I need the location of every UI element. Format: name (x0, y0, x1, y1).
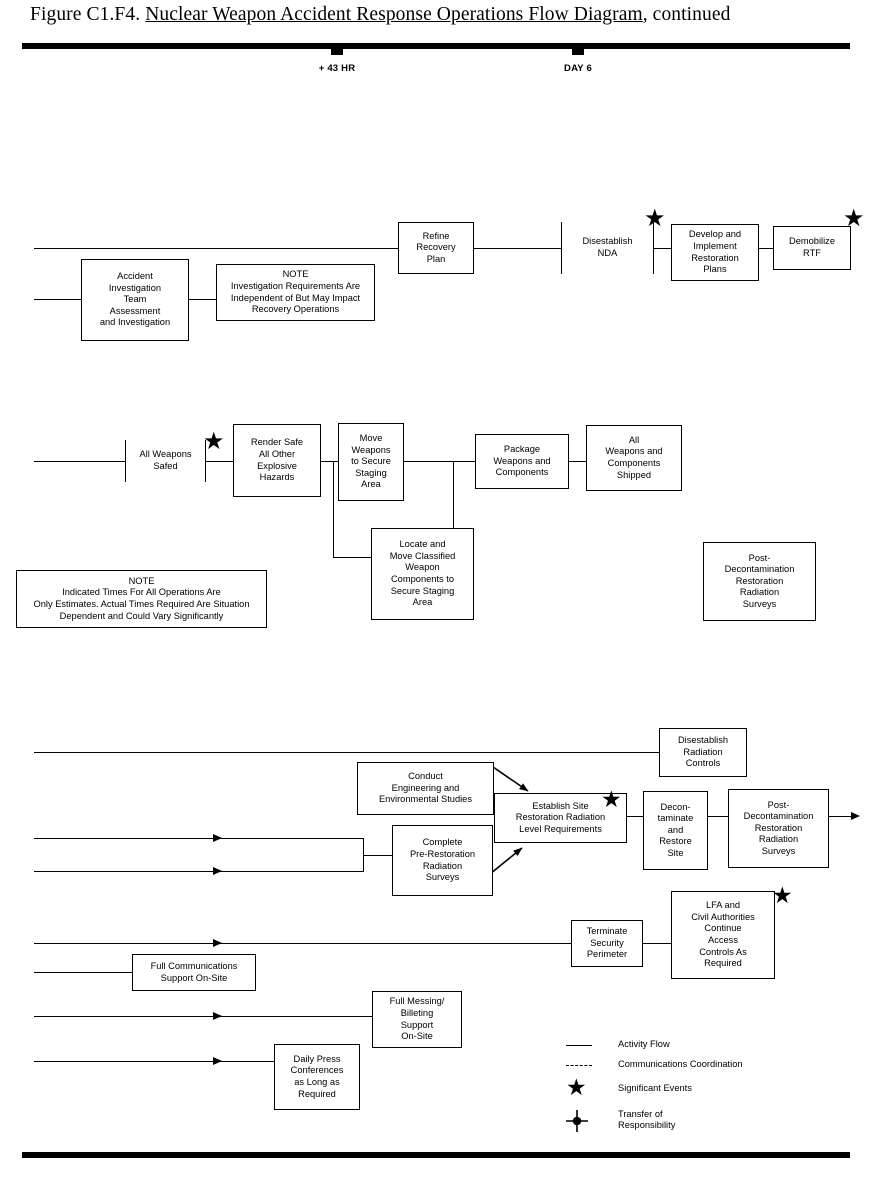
box-full-communications[interactable]: Full Communications Support On-Site (132, 954, 256, 991)
legend-label-activity-flow: Activity Flow (618, 1039, 670, 1049)
flow-line-render-to-locate (333, 557, 371, 558)
timeline-bar (22, 43, 850, 49)
figure-title: Figure C1.F4. Nuclear Weapon Accident Re… (30, 4, 850, 26)
legend-label-comms-coordination: Communications Coordination (618, 1059, 743, 1069)
flow-line-post-decon-out (829, 816, 855, 817)
box-move-weapons[interactable]: Move Weapons to Secure Staging Area (338, 423, 404, 501)
box-disestablish-nda[interactable]: Disestablish NDA (561, 222, 654, 274)
box-daily-press[interactable]: Daily Press Conferences as Long as Requi… (274, 1044, 360, 1110)
flow-branch-render-down (333, 461, 334, 557)
figure-title-suffix: , continued (642, 4, 731, 25)
figure-title-text: Nuclear Weapon Accident Response Operati… (145, 4, 643, 25)
legend-label-significant-events: Significant Events (618, 1083, 692, 1093)
significant-event-star-nda: ★ (644, 205, 666, 232)
box-lfa-civil-authorities[interactable]: LFA and Civil Authorities Continue Acces… (671, 891, 775, 979)
flow-line-move-to-package (404, 461, 475, 462)
flow-line-join-to-complete (363, 855, 392, 856)
timeline-tick-1 (331, 47, 343, 55)
arrow-security-row (213, 938, 222, 947)
box-render-safe[interactable]: Render Safe All Other Explosive Hazards (233, 424, 321, 497)
timeline-tick-2 (572, 47, 584, 55)
flow-line-nda-to-develop (654, 248, 672, 249)
timeline-label-2: DAY 6 (564, 63, 592, 74)
flow-line-safed-to-render (206, 461, 233, 462)
arrow-messing-row (213, 1011, 222, 1020)
flow-line-comms-row (34, 972, 132, 973)
figure-label: Figure C1.F4. (30, 4, 141, 25)
box-full-messing[interactable]: Full Messing/ Billeting Support On-Site (372, 991, 462, 1048)
box-note-times: NOTE Indicated Times For All Operations … (16, 570, 267, 628)
box-conduct-engineering[interactable]: Conduct Engineering and Environmental St… (357, 762, 494, 815)
transfer-of-responsibility-icon (566, 1110, 588, 1132)
significant-event-star-demobilize: ★ (843, 205, 865, 232)
arrow-feeder-b (213, 866, 222, 875)
significant-event-star-weapons-safed: ★ (203, 428, 225, 455)
arrow-post-decon-out (851, 811, 860, 820)
box-accident-investigation[interactable]: Accident Investigation Team Assessment a… (81, 259, 189, 341)
box-all-weapons-safed[interactable]: All Weapons Safed (125, 440, 206, 482)
legend-dashed-line-symbol (566, 1065, 592, 1066)
legend-star-icon: ★ (566, 1074, 587, 1100)
flow-line-refine-to-nda (474, 248, 562, 249)
flow-line-security-row (34, 943, 571, 944)
significant-event-star-establish-site: ★ (601, 786, 622, 812)
flow-line-package-to-shipped (569, 461, 586, 462)
box-establish-site-levels[interactable]: Establish Site Restoration Radiation Lev… (494, 793, 627, 843)
box-demobilize-rtf[interactable]: Demobilize RTF (773, 226, 851, 270)
flow-line-develop-to-demob (759, 248, 773, 249)
flow-line-bottom-top (34, 752, 659, 753)
box-develop-restoration-plans[interactable]: Develop and Implement Restoration Plans (671, 224, 759, 281)
flow-line-decon-to-post (708, 816, 728, 817)
box-refine-recovery-plan[interactable]: Refine Recovery Plan (398, 222, 474, 274)
box-note-investigation: NOTE Investigation Requirements Are Inde… (216, 264, 375, 321)
flow-line-establish-to-decon (627, 816, 643, 817)
box-post-decon-surveys-bottom[interactable]: Post- Decontamination Restoration Radiat… (728, 789, 829, 868)
flow-join-feeders (363, 838, 364, 871)
arrow-feeder-a (213, 833, 222, 842)
flow-line-messing-row (34, 1016, 372, 1017)
flow-line-security-to-lfa (643, 943, 671, 944)
significant-event-star-lfa: ★ (772, 882, 793, 908)
flow-line-mid-feeder (34, 461, 125, 462)
flow-line-feeder-b (34, 871, 364, 872)
box-complete-pre-restoration[interactable]: Complete Pre-Restoration Radiation Surve… (392, 825, 493, 896)
arrow-press-row (213, 1056, 222, 1065)
box-post-decon-surveys-mid[interactable]: Post- Decontamination Restoration Radiat… (703, 542, 816, 621)
box-terminate-security[interactable]: Terminate Security Perimeter (571, 920, 643, 967)
legend-label-transfer-of-responsibility: Transfer of Responsibility (618, 1109, 676, 1131)
box-package-weapons[interactable]: Package Weapons and Components (475, 434, 569, 489)
flow-line-accident-to-note (189, 299, 216, 300)
flow-branch-package-down (453, 461, 454, 528)
flow-line-render-to-move (321, 461, 338, 462)
legend-solid-line-symbol (566, 1045, 592, 1046)
box-disestablish-rad-controls[interactable]: Disestablish Radiation Controls (659, 728, 747, 777)
box-locate-move-classified[interactable]: Locate and Move Classified Weapon Compon… (371, 528, 474, 620)
flow-line-feeder-a (34, 838, 364, 839)
timeline-label-1: + 43 HR (318, 63, 356, 74)
flow-line-press-row (34, 1061, 274, 1062)
box-decon-restore-site[interactable]: Decon- taminate and Restore Site (643, 791, 708, 870)
flow-line-top-main (34, 248, 398, 249)
page-bottom-rule (22, 1152, 850, 1158)
flow-line-accident-in (34, 299, 82, 300)
box-all-weapons-shipped[interactable]: All Weapons and Components Shipped (586, 425, 682, 491)
